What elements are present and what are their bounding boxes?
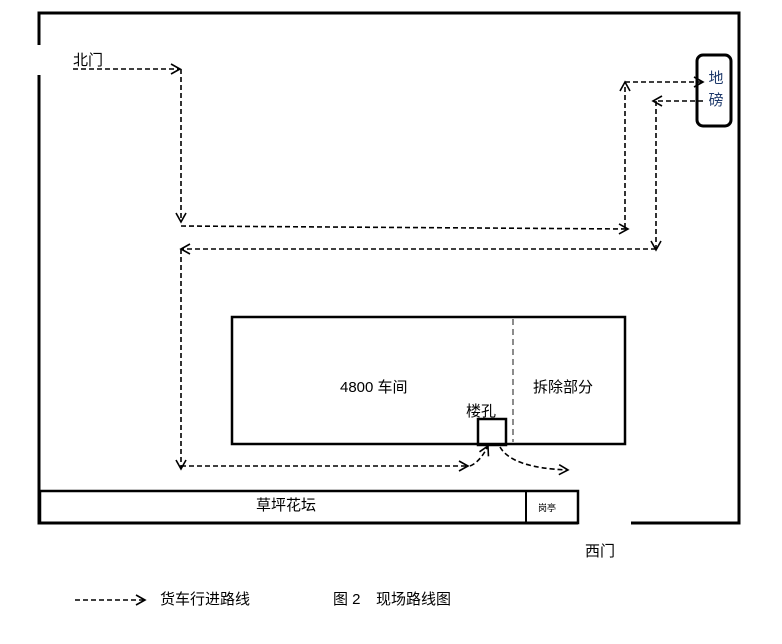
weighbridge-label-2: 磅 xyxy=(708,92,724,109)
guard-booth-label: 岗亭 xyxy=(538,503,557,513)
boundary-top-left xyxy=(37,11,741,525)
boundary-left-bottom xyxy=(37,75,578,525)
floor-hole-box xyxy=(476,417,508,447)
workshop-label: 4800 车间 xyxy=(340,379,408,396)
site-boundary xyxy=(37,11,741,525)
weighbridge-label-1: 地 xyxy=(708,70,724,87)
floor-hole-label: 楼孔 xyxy=(466,403,497,420)
figure-number: 图 2 xyxy=(333,591,361,608)
north-gate-label: 北门 xyxy=(73,52,104,69)
route-segment xyxy=(180,223,630,235)
west-gate-label: 西门 xyxy=(585,543,616,560)
demolition-label: 拆除部分 xyxy=(533,379,594,396)
route-segment xyxy=(499,446,570,476)
legend-route-label: 货车行进路线 xyxy=(160,591,251,608)
figure-title: 现场路线图 xyxy=(376,591,452,608)
lawn-label: 草坪花坛 xyxy=(256,497,317,514)
truck-route xyxy=(73,63,705,476)
route-segment xyxy=(469,444,490,467)
weighbridge-box xyxy=(695,53,733,128)
workshop-building xyxy=(230,315,627,446)
lawn-flowerbed xyxy=(38,489,580,525)
